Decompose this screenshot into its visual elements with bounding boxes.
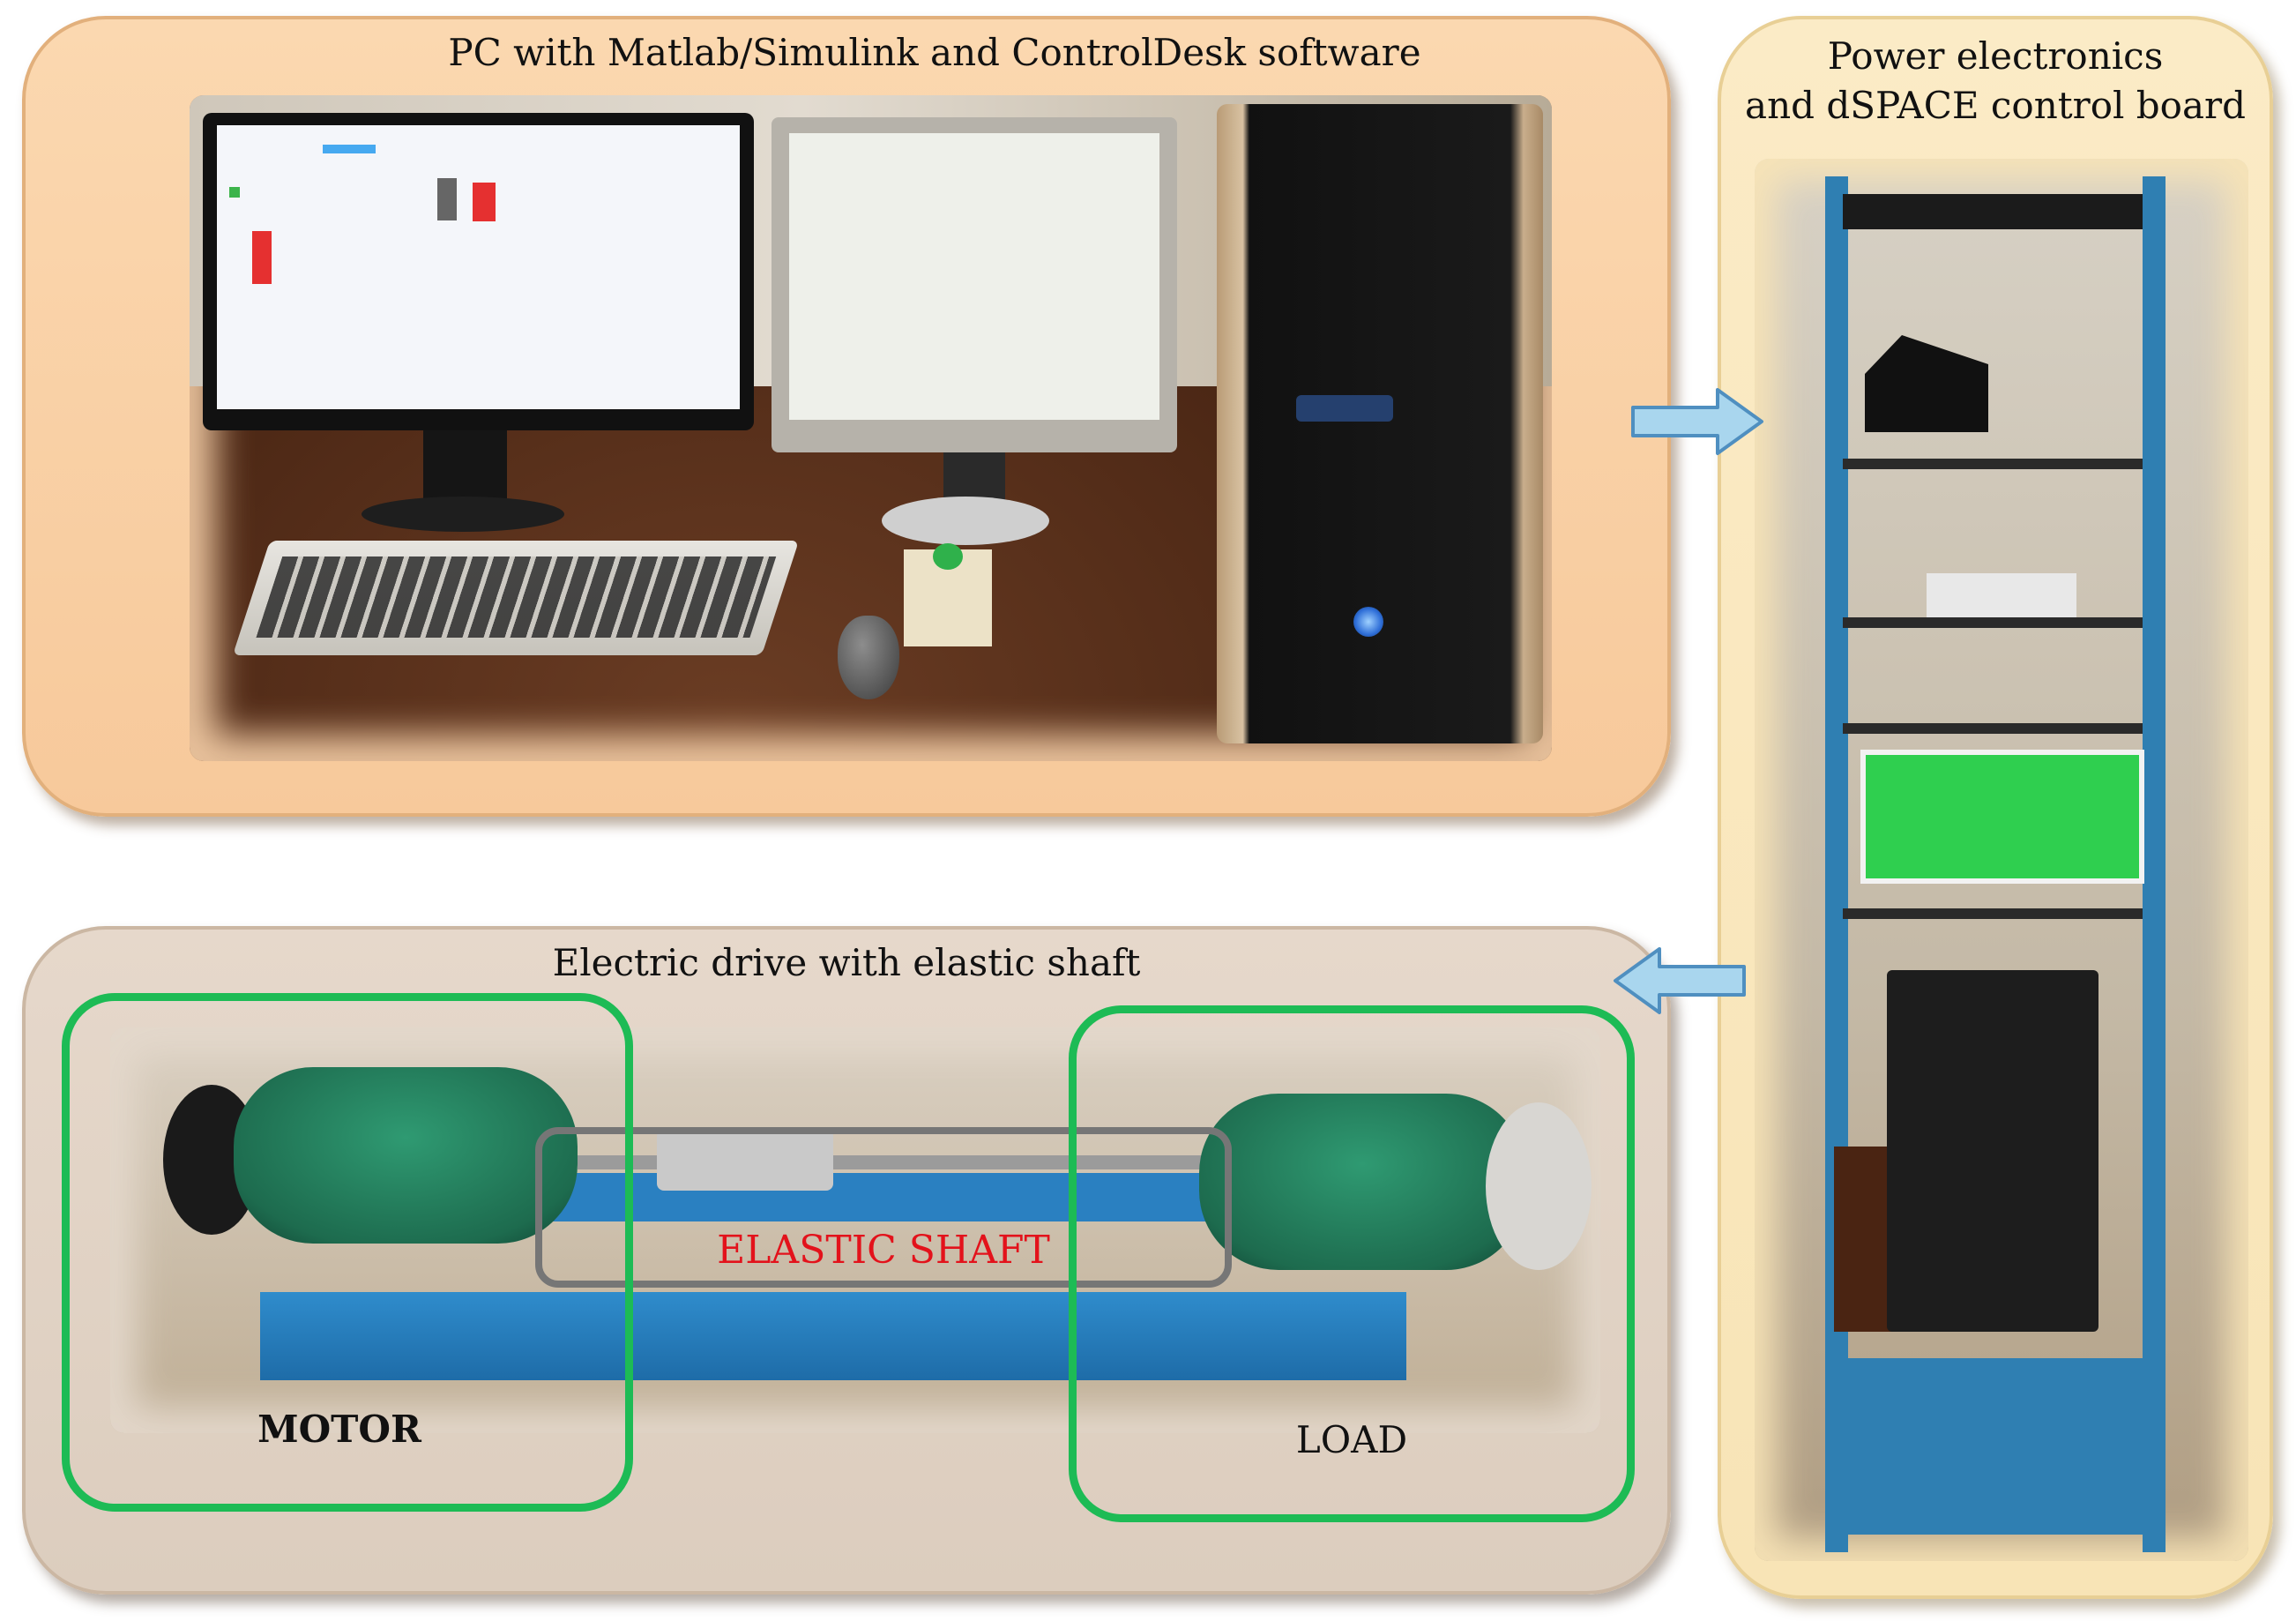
simulink-monitor [203, 113, 754, 430]
load-disc [1486, 1102, 1592, 1270]
motor-label: MOTOR [257, 1408, 421, 1451]
rack-post-right [2143, 176, 2166, 1552]
power-title-line-2: and dSPACE control board [1745, 84, 2246, 127]
rack-bottom-panel [1843, 1358, 2143, 1535]
pc-panel-title: PC with Matlab/Simulink and ControlDesk … [448, 31, 1421, 74]
green-push-button [933, 543, 963, 570]
power-panel-title: Power electronics and dSPACE control boa… [1718, 32, 2273, 131]
keyboard [232, 541, 800, 655]
pc-workstation-photo [190, 95, 1552, 761]
rack-top-panel [1843, 194, 2143, 229]
tower-badge [1296, 395, 1393, 422]
power-supply-unit [1887, 970, 2098, 1332]
rack-shelf [1843, 617, 2143, 628]
dspace-connector-panel [1860, 750, 2144, 884]
elastic-shaft-label: ELASTIC SHAFT [717, 1228, 1050, 1273]
shaft-coupling [657, 1129, 833, 1191]
load-machine-body [1199, 1094, 1525, 1270]
monitor-base [362, 497, 564, 532]
rack-shelf [1843, 459, 2143, 469]
power-button-light [1353, 607, 1383, 637]
drive-photo [110, 1027, 1600, 1433]
rack-shelf [1843, 723, 2143, 734]
controldesk-screen [789, 133, 1159, 420]
arrow-right-icon [1631, 388, 1763, 455]
inverter-unit [1865, 335, 1988, 432]
rack-photo [1755, 159, 2248, 1561]
power-title-line-1: Power electronics [1827, 34, 2164, 78]
screen-block [437, 178, 457, 220]
pc-tower [1217, 104, 1543, 743]
load-label: LOAD [1295, 1418, 1408, 1461]
screen-block [473, 183, 496, 221]
arrow-left-icon [1614, 947, 1746, 1014]
drive-base-frame [260, 1292, 1406, 1380]
drive-rail [445, 1173, 1256, 1221]
rack-post-left [1825, 176, 1848, 1552]
interface-box [1927, 573, 2076, 617]
simulink-screen [217, 125, 740, 409]
controldesk-monitor [772, 117, 1177, 452]
motor-highlight [62, 993, 633, 1512]
mouse [838, 616, 899, 699]
screen-block [229, 187, 240, 198]
elastic-shaft-highlight [535, 1127, 1232, 1288]
motor-body [234, 1067, 578, 1244]
rack-shelf [1843, 908, 2143, 919]
screen-block [323, 145, 376, 153]
drive-panel-title: Electric drive with elastic shaft [552, 941, 1141, 984]
screen-block [252, 231, 272, 284]
monitor-base [882, 497, 1049, 545]
load-highlight [1069, 1005, 1635, 1522]
